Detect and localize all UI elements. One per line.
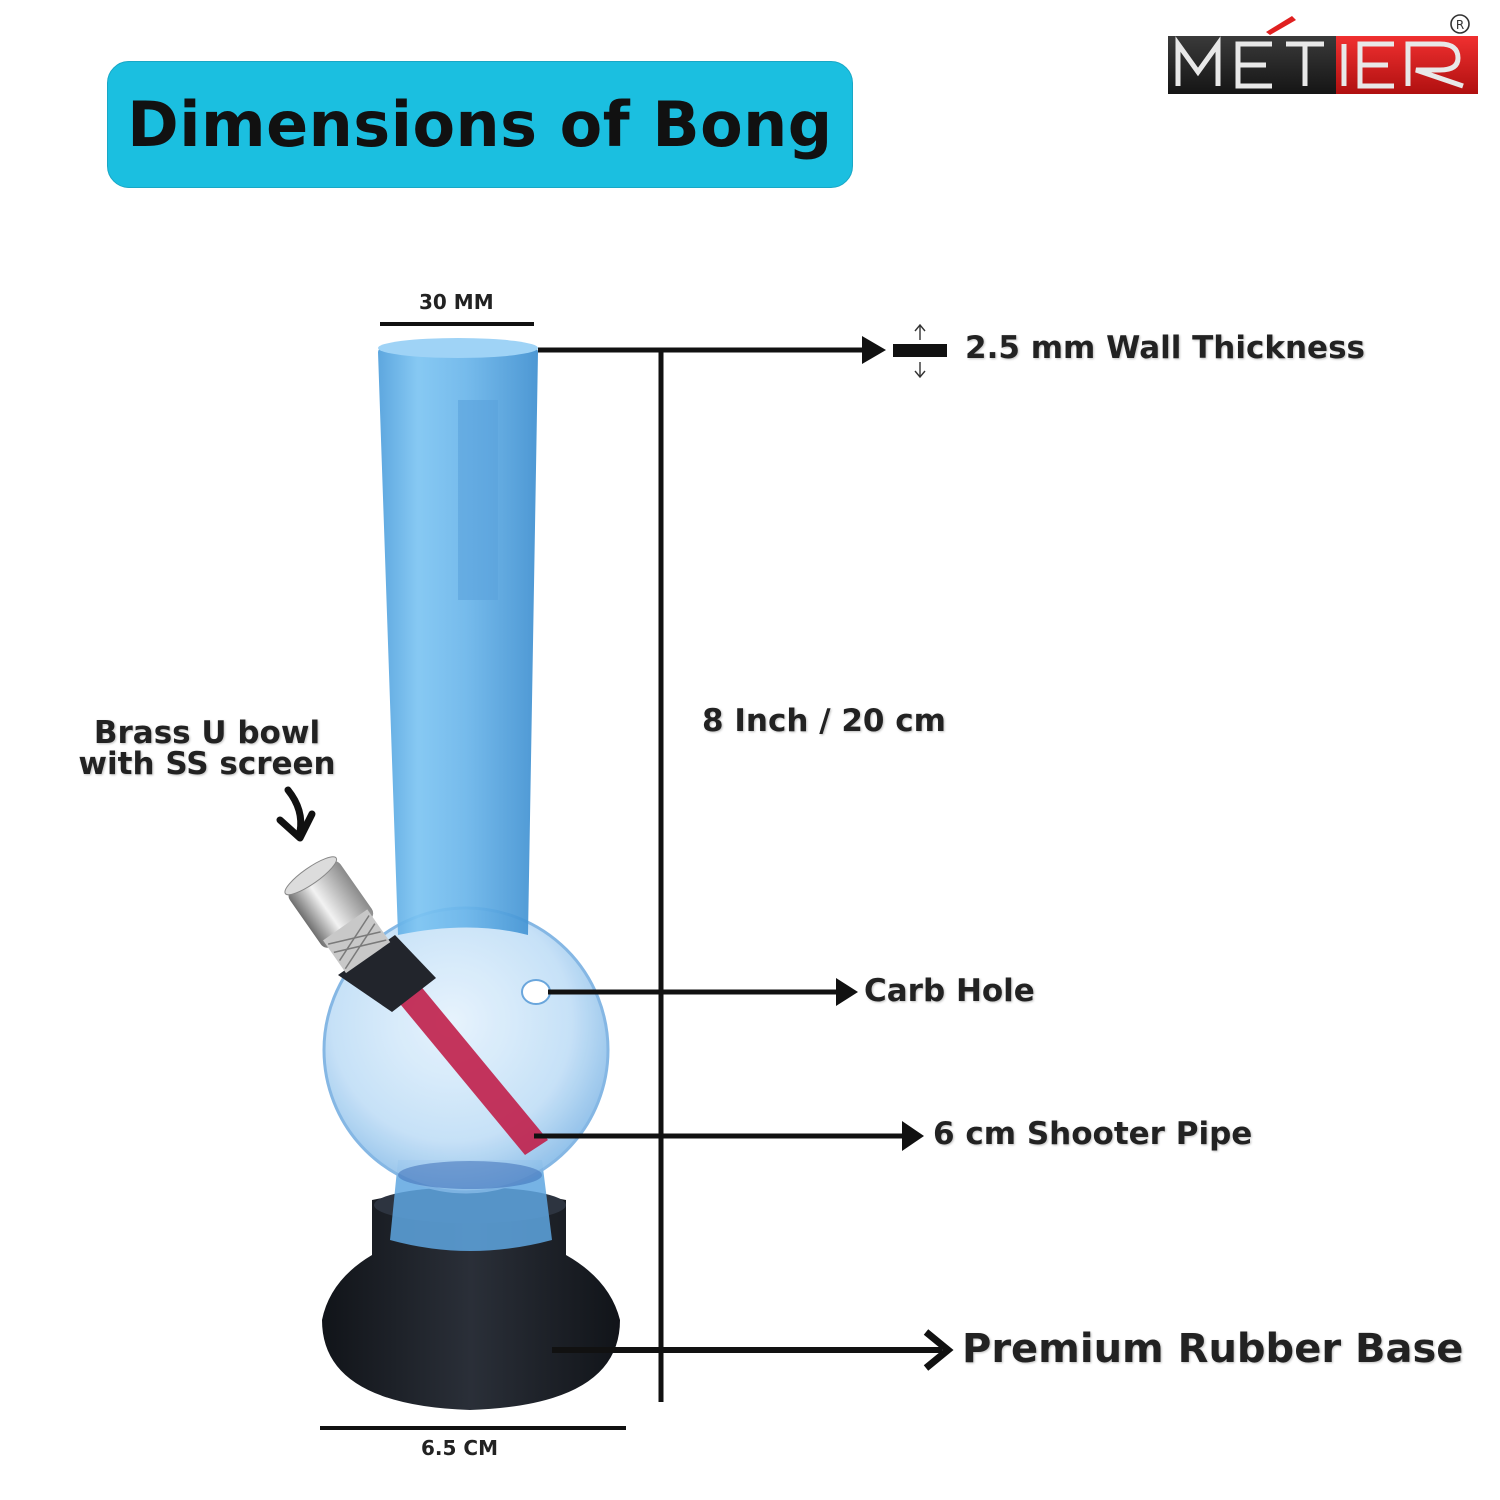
bowl-label-line1: Brass U bowl bbox=[93, 715, 321, 751]
wall-thickness-arrow bbox=[538, 336, 886, 364]
bowl-label-line2: with SS screen bbox=[78, 746, 336, 782]
carb-hole-arrow bbox=[548, 978, 858, 1006]
mouth-width-label: 30 MM bbox=[419, 290, 494, 314]
shooter-pipe-label: 6 cm Shooter Pipe bbox=[933, 1116, 1253, 1152]
registered-mark-icon bbox=[1450, 14, 1470, 34]
rubber-base-label: Premium Rubber Base bbox=[962, 1326, 1464, 1372]
carb-hole bbox=[521, 979, 551, 1005]
carb-hole-label: Carb Hole bbox=[864, 973, 1035, 1009]
registered-mark-letter: R bbox=[1456, 18, 1464, 32]
title-banner: Dimensions of Bong bbox=[107, 61, 853, 188]
shooter-pipe-arrow bbox=[534, 1121, 924, 1151]
wall-thickness-label: 2.5 mm Wall Thickness bbox=[965, 330, 1365, 366]
wall-thickness-icon bbox=[893, 323, 947, 379]
bowl-pointer-arrow bbox=[276, 786, 316, 842]
glass-tube bbox=[378, 338, 538, 935]
height-label: 8 Inch / 20 cm bbox=[702, 703, 946, 739]
shooter-pipe bbox=[338, 935, 548, 1155]
base-width-label: 6.5 CM bbox=[421, 1436, 498, 1460]
brand-logo: R bbox=[1168, 14, 1478, 94]
bowl-label: Brass U bowl with SS screen bbox=[76, 718, 338, 780]
brass-bowl bbox=[284, 856, 391, 974]
page-title: Dimensions of Bong bbox=[127, 88, 833, 161]
rubber-base-arrow bbox=[552, 1329, 954, 1371]
